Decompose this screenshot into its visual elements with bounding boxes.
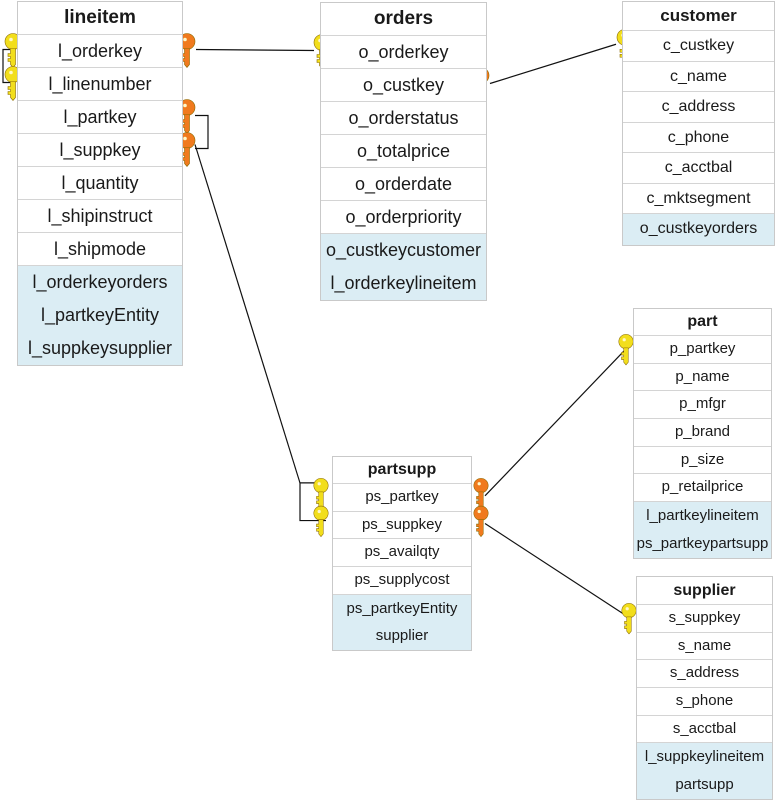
navigation-property-row[interactable]: supplier xyxy=(333,622,471,651)
orange-key-icon xyxy=(473,478,489,510)
field-row[interactable]: c_mktsegment xyxy=(623,184,774,214)
field-row[interactable]: c_name xyxy=(623,62,774,92)
gold-key-icon xyxy=(621,603,637,635)
field-row[interactable]: s_acctbal xyxy=(637,716,772,744)
field-row[interactable]: o_orderkey xyxy=(321,36,486,69)
composite-key-bracket-lineitem xyxy=(2,48,10,84)
field-row[interactable]: c_acctbal xyxy=(623,153,774,184)
field-row[interactable]: l_shipinstruct xyxy=(18,200,182,233)
navigation-property-row[interactable]: l_orderkeylineitem xyxy=(321,267,486,300)
navigation-property-row[interactable]: o_custkeyorders xyxy=(623,214,774,245)
field-row[interactable]: p_retailprice xyxy=(634,474,771,503)
field-row[interactable]: o_orderstatus xyxy=(321,102,486,135)
field-row[interactable]: s_suppkey xyxy=(637,605,772,633)
entity-title: orders xyxy=(321,3,486,36)
gold-key-icon xyxy=(618,334,634,366)
field-row[interactable]: l_quantity xyxy=(18,167,182,200)
field-row[interactable]: c_address xyxy=(623,92,774,123)
field-row[interactable]: p_size xyxy=(634,447,771,475)
field-row[interactable]: o_totalprice xyxy=(321,135,486,168)
field-row[interactable]: l_suppkey xyxy=(18,134,182,167)
entity-title: customer xyxy=(623,2,774,31)
field-row[interactable]: s_phone xyxy=(637,688,772,716)
field-row[interactable]: ps_suppkey xyxy=(333,512,471,540)
navigation-property-row[interactable]: o_custkeycustomer xyxy=(321,234,486,267)
field-row[interactable]: ps_availqty xyxy=(333,539,471,568)
orange-key-icon xyxy=(473,505,489,538)
field-row[interactable]: p_name xyxy=(634,364,771,392)
field-row[interactable]: p_brand xyxy=(634,419,771,447)
composite-fk-bracket-lineitem xyxy=(195,114,209,150)
relationship-partsupp-supplier xyxy=(484,523,629,618)
field-row[interactable]: o_orderdate xyxy=(321,168,486,201)
field-row[interactable]: l_shipmode xyxy=(18,233,182,266)
field-row[interactable]: o_orderpriority xyxy=(321,201,486,234)
navigation-property-row[interactable]: l_suppkeysupplier xyxy=(18,332,182,365)
navigation-property-row[interactable]: l_partkeylineitem xyxy=(634,502,771,530)
relationship-orders-customer xyxy=(489,43,617,85)
entity-title: supplier xyxy=(637,577,772,605)
gold-key-icon xyxy=(313,478,329,510)
field-row[interactable]: p_partkey xyxy=(634,336,771,364)
navigation-property-row[interactable]: ps_partkeypartsupp xyxy=(634,529,771,558)
navigation-property-row[interactable]: partsupp xyxy=(637,771,772,799)
relationship-lineitem-orders xyxy=(195,48,315,52)
navigation-property-row[interactable]: l_suppkeylineitem xyxy=(637,743,772,772)
navigation-property-row[interactable]: ps_partkeyEntity xyxy=(333,594,471,623)
composite-key-bracket-partsupp xyxy=(299,482,326,522)
field-row[interactable]: o_custkey xyxy=(321,69,486,102)
field-row[interactable]: ps_supplycost xyxy=(333,567,471,595)
entity-title: part xyxy=(634,309,771,336)
navigation-property-row[interactable]: l_partkeyEntity xyxy=(18,299,182,332)
relationship-partsupp-part xyxy=(484,347,628,497)
navigation-property-row[interactable]: l_orderkeyorders xyxy=(18,266,182,299)
field-row[interactable]: s_name xyxy=(637,633,772,661)
field-row[interactable]: l_partkey xyxy=(18,101,182,134)
field-row[interactable]: s_address xyxy=(637,660,772,689)
field-row[interactable]: p_mfgr xyxy=(634,391,771,420)
gold-key-icon xyxy=(313,505,329,538)
field-row[interactable]: l_orderkey xyxy=(18,35,182,68)
field-row[interactable]: c_custkey xyxy=(623,31,774,62)
field-row[interactable]: c_phone xyxy=(623,123,774,153)
field-row[interactable]: l_linenumber xyxy=(18,68,182,101)
entity-title: partsupp xyxy=(333,457,471,484)
entity-title: lineitem xyxy=(18,2,182,35)
field-row[interactable]: ps_partkey xyxy=(333,484,471,512)
relationship-lineitem-partsupp xyxy=(194,144,301,484)
